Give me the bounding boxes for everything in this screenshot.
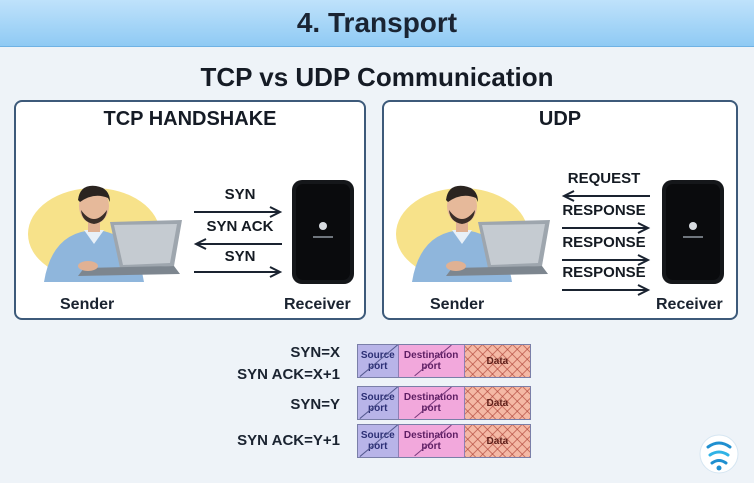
sender-person-illustration (28, 185, 182, 282)
tcp-message-label: SYN ACK (206, 218, 274, 235)
segment-bar: Source port Destination port Data (357, 344, 531, 378)
udp-left-arrow (561, 190, 650, 202)
brand-logo-icon (699, 434, 739, 474)
destination-port-cell: Destination port (397, 425, 464, 457)
tcp-panel: TCP HANDSHAKE SYN SYN ACK SYN Sender Rec… (14, 100, 366, 320)
data-cell: Data (463, 425, 530, 457)
receiver-phone-illustration (292, 180, 354, 284)
destination-port-cell: Destination port (397, 387, 464, 419)
udp-right-arrow (562, 284, 651, 296)
source-port-cell: Source port (358, 345, 398, 377)
segment-label: SYN ACK=Y+1 (237, 432, 340, 449)
data-cell: Data (463, 345, 530, 377)
destination-port-cell: Destination port (397, 345, 464, 377)
tcp-right-arrow (194, 266, 283, 278)
segment-bar: Source port Destination port Data (357, 424, 531, 458)
udp-right-arrow (562, 222, 651, 234)
udp-message-label: REQUEST (567, 170, 641, 187)
tcp-message-label: SYN (224, 248, 256, 265)
udp-message-label: RESPONSE (562, 264, 646, 281)
tcp-message-label: SYN (224, 186, 256, 203)
source-port-cell: Source port (358, 387, 398, 419)
tcp-left-arrow (193, 238, 282, 250)
segment-label: SYN ACK=X+1 (237, 366, 340, 383)
header-banner: 4. Transport (0, 0, 754, 47)
sender-person-illustration (396, 185, 550, 282)
udp-message-label: RESPONSE (562, 202, 646, 219)
tcp-right-arrow (194, 206, 283, 218)
header-title: 4. Transport (296, 7, 458, 38)
tcp-sender-caption: Sender (60, 296, 115, 313)
udp-message-label: RESPONSE (562, 234, 646, 251)
source-port-cell: Source port (358, 425, 398, 457)
page-title: TCP vs UDP Communication (200, 62, 554, 92)
udp-sender-caption: Sender (430, 296, 485, 313)
segment-bar: Source port Destination port Data (357, 386, 531, 420)
tcp-receiver-caption: Receiver (284, 296, 351, 313)
receiver-phone-illustration (662, 180, 724, 284)
data-cell: Data (463, 387, 530, 419)
udp-receiver-caption: Receiver (656, 296, 723, 313)
segment-label: SYN=Y (290, 396, 340, 413)
udp-panel: UDP REQUEST RESPONSE RESPONSE RESPONSE (382, 100, 738, 320)
segment-label: SYN=X (290, 344, 340, 361)
udp-panel-title: UDP (538, 108, 582, 130)
tcp-panel-title: TCP HANDSHAKE (103, 108, 277, 130)
udp-right-arrow (562, 254, 651, 266)
